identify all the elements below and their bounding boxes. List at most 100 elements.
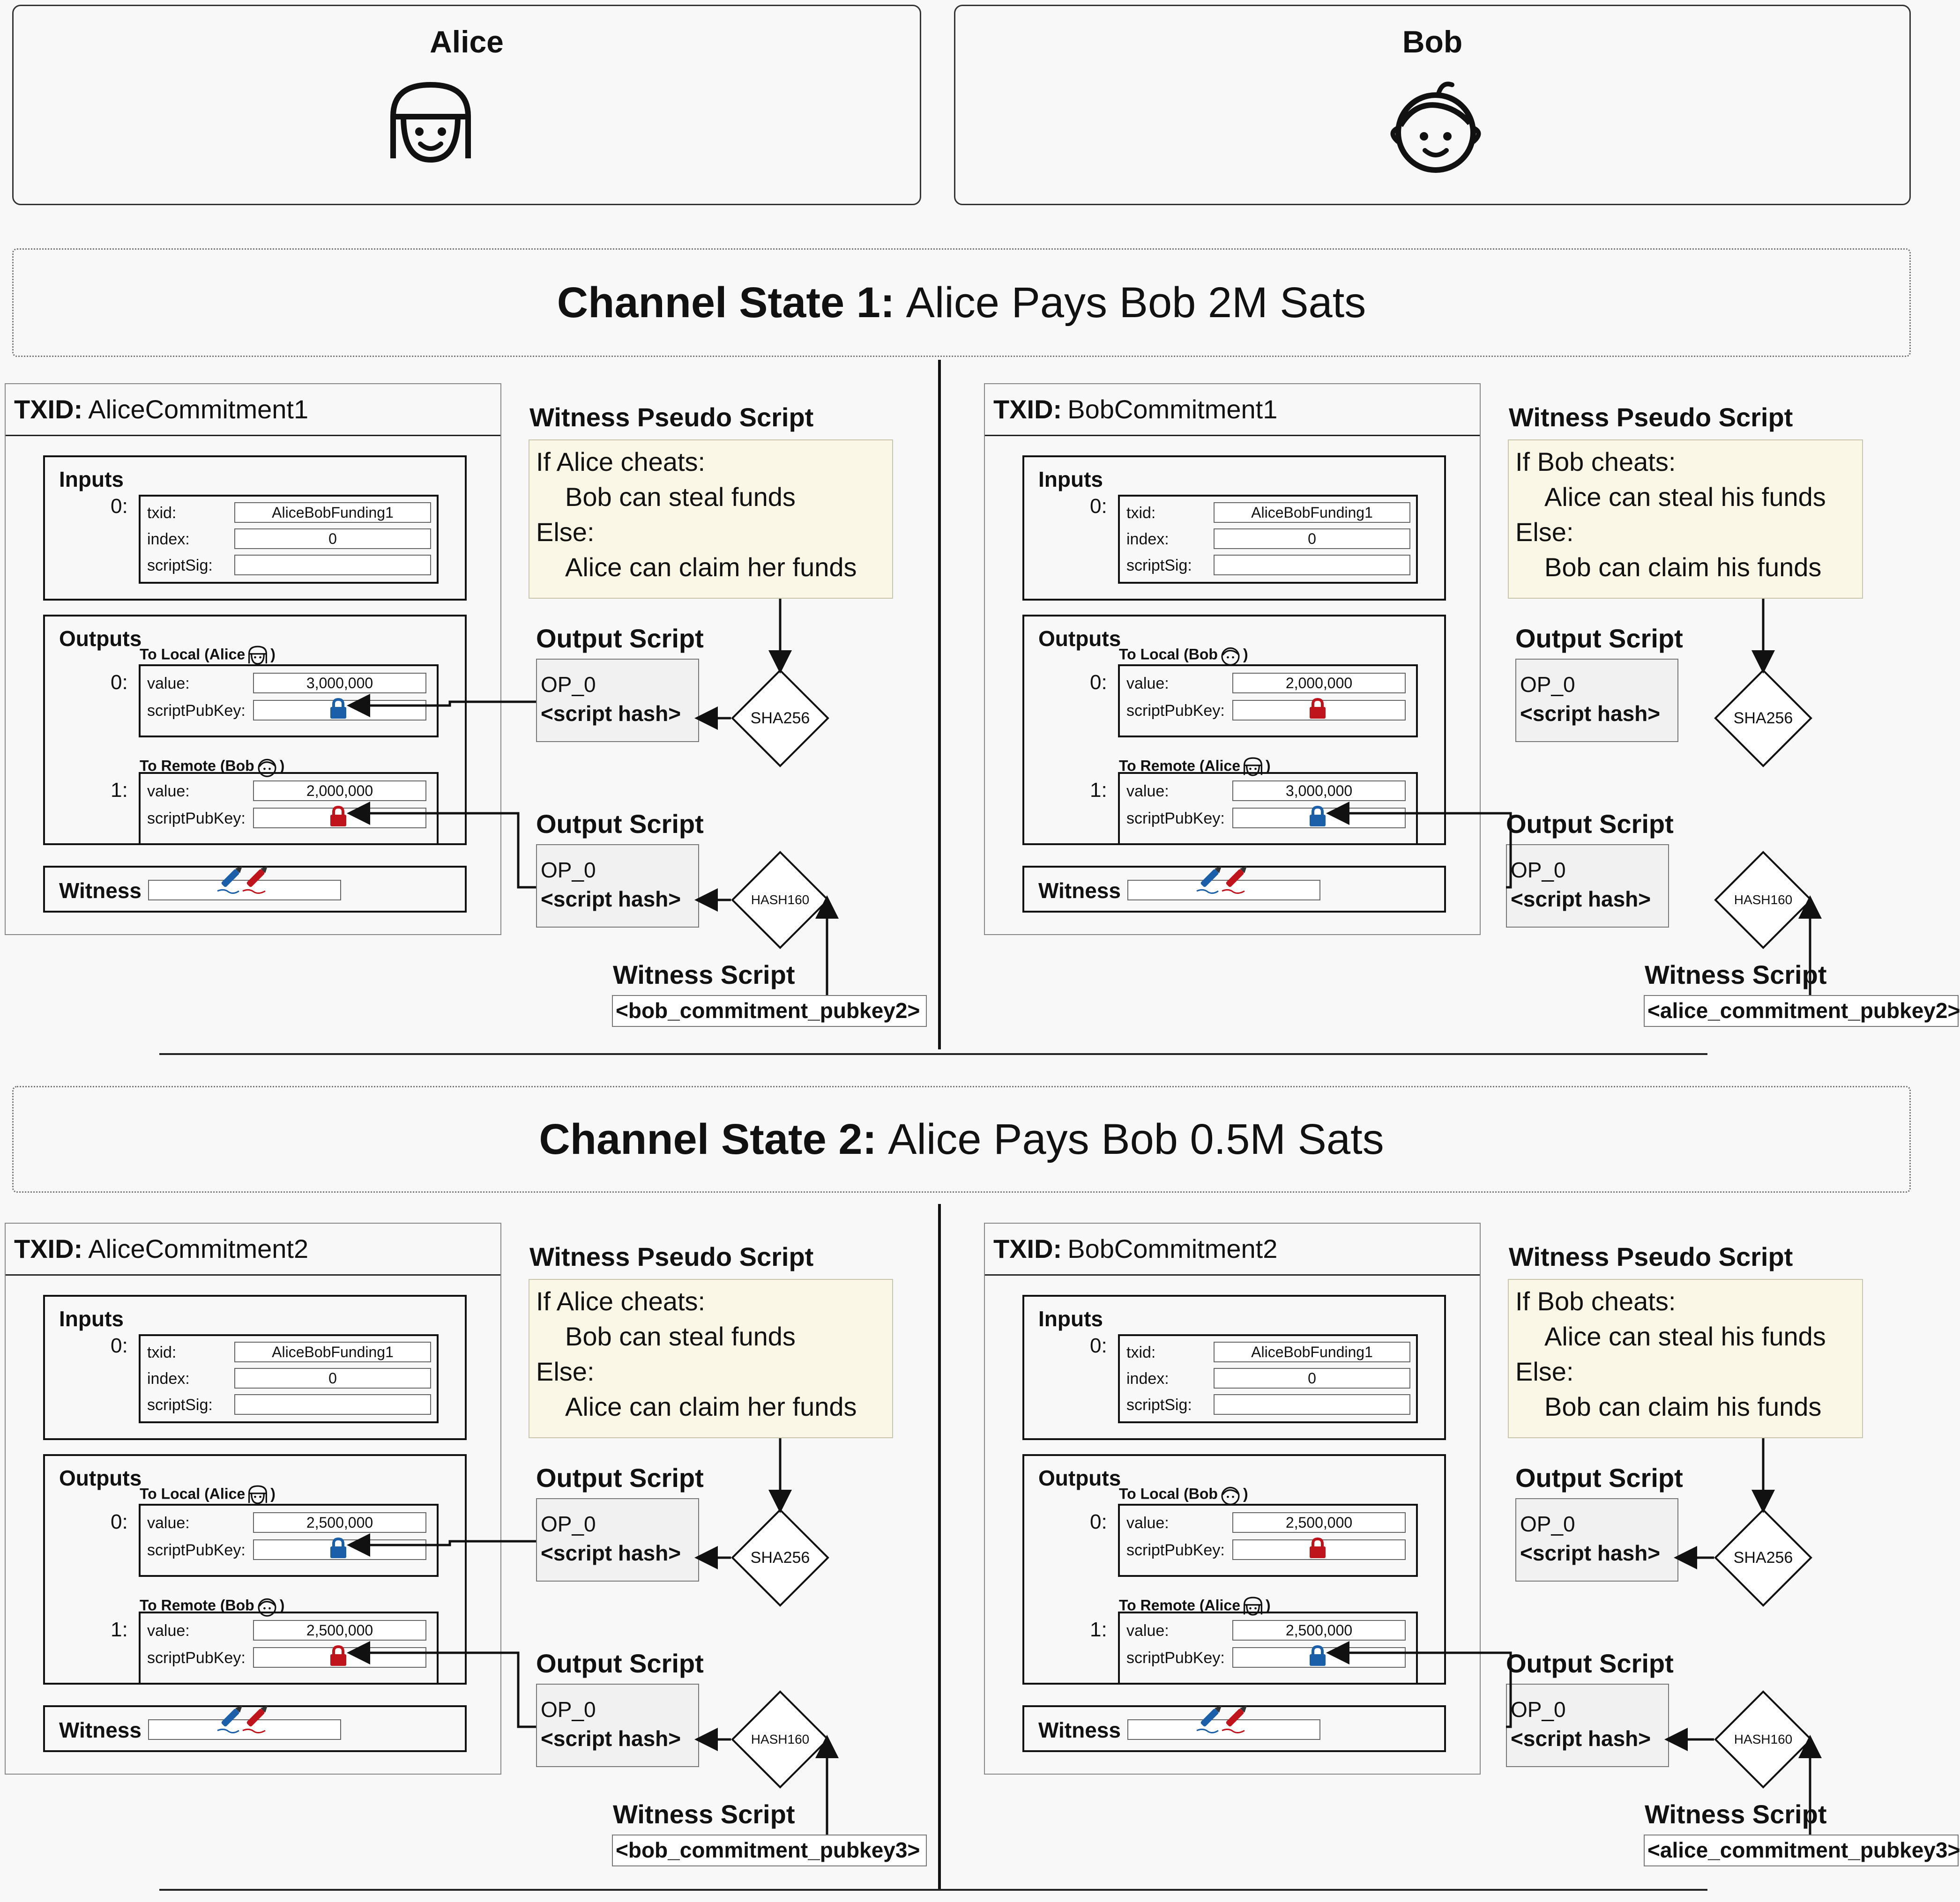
to-remote-value: 2,500,000 [253, 1620, 426, 1641]
input-index-0: 0: [1090, 1334, 1107, 1357]
to-remote-scriptpubkey-value [1232, 805, 1406, 828]
script-hash-text: <script hash> [1511, 887, 1651, 911]
op0-text: OP_0 [1511, 858, 1566, 882]
to-local-label: To Local (Alice) [140, 1484, 276, 1506]
to-local-label: To Local (Alice) [140, 645, 276, 666]
to-local-scriptpubkey-value [1232, 698, 1406, 721]
bob-mini-avatar-icon [258, 1598, 276, 1617]
state-2-title: Alice Pays Bob 0.5M Sats [888, 1115, 1384, 1163]
state-2-banner: Channel State 2: Alice Pays Bob 0.5M Sat… [12, 1086, 1911, 1193]
to-local-label-text: To Local (Alice [140, 646, 246, 663]
bob-commitment-1-output-script-sha: OP_0<script hash> [1515, 659, 1678, 742]
alice-commitment-2-witness-script: <bob_commitment_pubkey3> [612, 1835, 927, 1866]
op0-text: OP_0 [541, 672, 596, 697]
outputs-title: Outputs [1038, 1466, 1121, 1490]
blue-lock-icon [1310, 805, 1326, 826]
to-local-index: 0: [111, 1510, 128, 1533]
script-hash-text: <script hash> [1511, 1726, 1651, 1751]
state-1-title: Alice Pays Bob 2M Sats [906, 278, 1366, 327]
witness-value [148, 1705, 341, 1740]
state-1-divider-horizontal [159, 1053, 1707, 1055]
pseudo-line: Else: [536, 517, 595, 547]
value-field-label: value: [1126, 675, 1169, 692]
red-lock-icon [330, 805, 346, 826]
to-remote-value: 2,000,000 [253, 780, 426, 801]
pseudo-line: Bob can claim his funds [1544, 1392, 1822, 1421]
hash160-label: HASH160 [1734, 892, 1793, 907]
bob-commitment-1-hash160-diamond: HASH160 [1714, 851, 1812, 949]
tx-header: TXID:AliceCommitment1 [6, 384, 500, 436]
to-remote-scriptpubkey-value [253, 805, 426, 828]
alice-mini-avatar-icon [1243, 757, 1263, 776]
alice-commitment-1-sha256-diamond: SHA256 [731, 669, 829, 767]
to-local-label-text: To Local (Alice [140, 1485, 246, 1502]
bob-avatar-icon [1390, 82, 1481, 173]
op0-text: OP_0 [541, 858, 596, 882]
value-field-label: value: [147, 675, 190, 692]
to-remote-value: 3,000,000 [1232, 780, 1406, 801]
state-1-divider-vertical [938, 360, 941, 1049]
signature-pens-icon [1196, 866, 1247, 894]
tx-header: TXID:BobCommitment2 [985, 1224, 1480, 1276]
alice-commitment-2-witness-script-heading: Witness Script [613, 1799, 795, 1829]
alice-name: Alice [430, 24, 504, 59]
op0-text: OP_0 [1511, 1697, 1566, 1722]
input-index-0: 0: [1090, 495, 1107, 518]
op0-text: OP_0 [541, 1512, 596, 1536]
pseudo-line: Else: [536, 1357, 595, 1386]
bob-commitment-1-pseudo-heading: Witness Pseudo Script [1509, 402, 1793, 432]
input-index-0: 0: [111, 495, 128, 518]
value-field-label: value: [147, 782, 190, 800]
bob-card: Bob [954, 5, 1911, 205]
alice-mini-avatar-icon [1243, 1597, 1263, 1616]
pseudo-line: If Bob cheats: [1515, 447, 1676, 476]
scriptsig-value [234, 555, 431, 575]
to-remote-label: To Remote (Bob) [140, 1596, 284, 1617]
txid-field-label: txid: [1126, 1344, 1156, 1361]
sha256-label: SHA256 [750, 709, 810, 727]
sha256-label: SHA256 [750, 1548, 810, 1567]
sha256-label: SHA256 [1733, 1548, 1793, 1567]
to-remote-label: To Remote (Alice) [1119, 1596, 1271, 1617]
index-field-label: index: [147, 1370, 190, 1388]
bob-commitment-1-output-script-hash: OP_0 <script hash> [1506, 844, 1669, 928]
op0-text: OP_0 [1520, 1512, 1575, 1536]
pseudo-line: Bob can steal funds [565, 1322, 796, 1351]
alice-card: Alice [12, 5, 921, 205]
bob-mini-avatar-icon [258, 758, 276, 777]
to-remote-label-text: To Remote (Bob [140, 757, 254, 774]
script-hash-text: <script hash> [541, 1541, 681, 1565]
paren-close: ) [279, 757, 285, 774]
op0-text: OP_0 [1520, 672, 1575, 697]
input-index-value: 0 [1214, 1368, 1410, 1389]
script-hash-text: <script hash> [541, 701, 681, 726]
paren-close: ) [1243, 1485, 1248, 1502]
value-field-label: value: [1126, 782, 1169, 800]
bob-mini-avatar-icon [1221, 647, 1240, 666]
to-local-scriptpubkey-value [253, 1537, 426, 1560]
state-1-number: Channel State 1: [557, 278, 895, 327]
scriptpubkey-field-label: scriptPubKey: [147, 1541, 246, 1559]
outputs-title: Outputs [59, 1466, 142, 1490]
to-local-index: 0: [111, 671, 128, 694]
to-remote-scriptpubkey-value [1232, 1645, 1406, 1668]
bob-commitment-1-output-script-heading-sha: Output Script [1515, 624, 1683, 653]
bob-name: Bob [1402, 24, 1463, 59]
witness-value [148, 866, 341, 900]
script-hash-text: <script hash> [1520, 1541, 1661, 1565]
input-index-0: 0: [111, 1334, 128, 1357]
pseudo-line: Alice can claim her funds [565, 552, 857, 582]
state-2-number: Channel State 2: [539, 1115, 877, 1163]
hash160-label: HASH160 [751, 1732, 810, 1746]
